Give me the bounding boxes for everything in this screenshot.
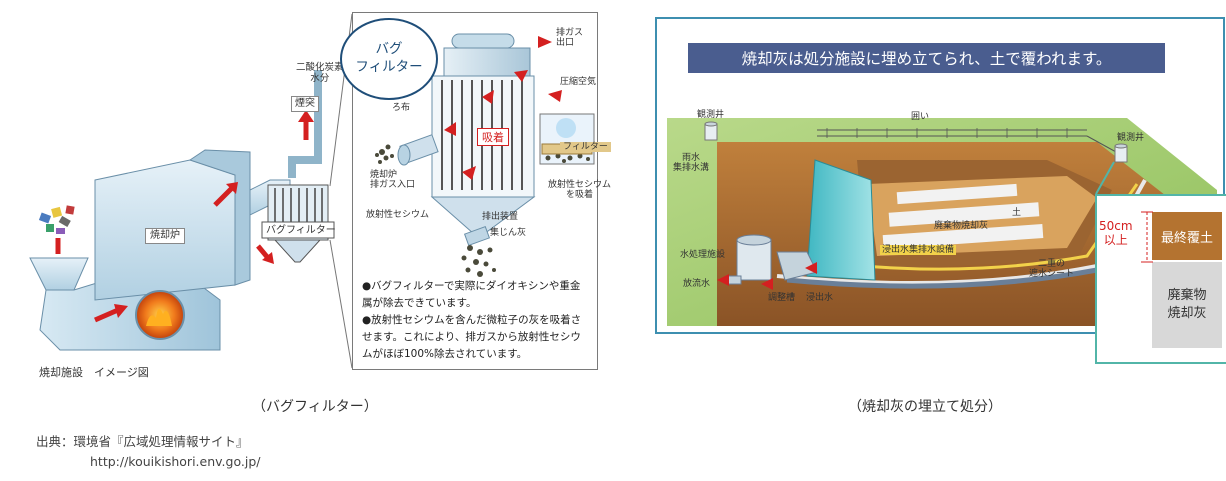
ash-layer-box: 廃棄物 焼却灰 — [1152, 262, 1222, 348]
bag-filter-notes: ●バグフィルターで実際にダイオキシンや重金属が除去できています。 ●放射性セシウ… — [362, 278, 590, 363]
chimney-label: 煙突 — [291, 96, 319, 112]
furnace-label: 焼却炉 — [145, 228, 185, 244]
ash-box-label: 廃棄物 焼却灰 — [1167, 288, 1207, 321]
fence-label: 囲い — [911, 112, 930, 122]
discharge-water-label: 放流水 — [683, 279, 711, 289]
water-treatment-label: 水処理施設 — [680, 250, 726, 260]
landfill-illustration — [667, 118, 1217, 326]
ash-layer-label: 廃棄物焼却灰 — [934, 221, 989, 231]
landfill-banner-text: 焼却灰は処分施設に埋め立てられ、土で覆われます。 — [741, 50, 1112, 68]
cesium-adsorb-label: 放射性セシウム を吸着 — [548, 180, 612, 201]
double-sheet-label: 二重の 遮水シート — [1029, 259, 1075, 280]
filter-cloth-label: ろ布 — [392, 103, 411, 113]
adjustment-tank-label: 調整槽 — [768, 293, 796, 303]
steam-label: 二酸化炭素 水分 — [296, 62, 344, 84]
inlet-label: 焼却炉 排ガス入口 — [370, 170, 416, 191]
final-cover-layer: 最終覆土 — [1152, 212, 1222, 260]
exhaust-outlet-label: 排ガス 出口 — [556, 28, 584, 49]
leachate-pipe-label: 浸出水集排水設備 — [880, 245, 957, 256]
bag-filter-small-label: バグフィルター — [266, 225, 336, 236]
waste-pile-icon — [38, 205, 75, 234]
incineration-caption: 焼却施設 イメージ図 — [39, 366, 149, 379]
zoom-connector — [1095, 161, 1115, 195]
adsorption-label: 吸着 — [477, 128, 509, 146]
depth-marker — [1141, 211, 1153, 263]
observation-well-left-label: 観測井 — [697, 110, 725, 120]
observation-well-right-label: 観測井 — [1117, 133, 1145, 143]
source-url[interactable]: http://kouikishori.env.go.jp/ — [90, 454, 261, 469]
compressed-air-label: 圧縮空気 — [560, 77, 597, 87]
note-item: ●バグフィルターで実際にダイオキシンや重金属が除去できています。 — [362, 280, 581, 309]
final-cover-label: 最終覆土 — [1160, 230, 1213, 246]
incineration-facility-illustration — [29, 13, 353, 369]
cesium-label: 放射性セシウム — [366, 210, 430, 220]
soil-label: 土 — [1012, 208, 1022, 218]
dust-ash-label: 集じん灰 — [490, 228, 527, 238]
filter-label: フィルター — [560, 142, 611, 153]
bag-filter-badge-text: バグ フィルター — [355, 41, 423, 75]
note-item: ●放射性セシウムを含んだ微粒子の灰を吸着させます。これにより、排ガスから放射性セ… — [362, 314, 582, 360]
leachate-label: 浸出水 — [806, 293, 834, 303]
depth-label: 50cm 以上 — [1099, 219, 1133, 247]
landfill-caption: （焼却灰の埋立て処分） — [848, 399, 1002, 415]
landfill-banner: 焼却灰は処分施設に埋め立てられ、土で覆われます。 — [688, 43, 1165, 73]
bag-filter-caption: （バグフィルター） — [252, 399, 378, 415]
drain-label: 雨水 集排水溝 — [673, 153, 710, 174]
source-line: 出典：環境省『広域処理情報サイト』 — [36, 434, 249, 449]
bag-filter-badge: バグ フィルター — [340, 18, 438, 100]
discharge-device-label: 排出装置 — [482, 212, 519, 222]
